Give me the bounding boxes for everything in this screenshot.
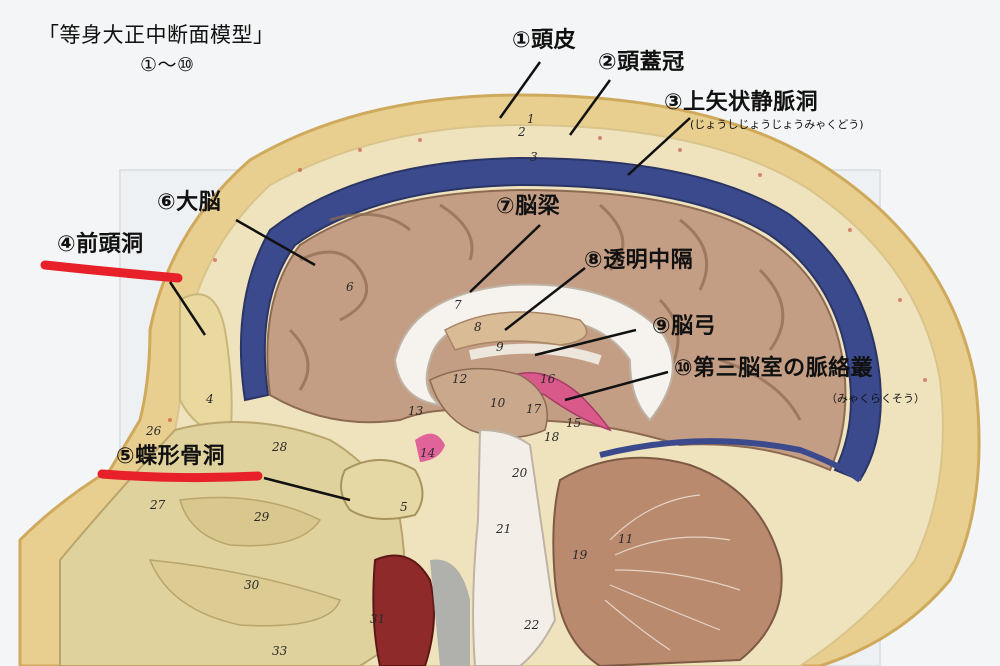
- neck-vessel: [430, 559, 470, 666]
- frontal-sinus-highlight: [40, 260, 183, 283]
- label-cerebrum: ⑥大脳: [157, 190, 222, 215]
- label-sss: ③上矢状静脈洞: [664, 90, 819, 115]
- model-number: 5: [400, 500, 408, 514]
- model-number: 20: [512, 466, 528, 480]
- label-sphenoid-sinus: ⑤蝶形骨洞: [116, 444, 226, 469]
- model-number: 14: [420, 446, 436, 460]
- sphenoid-sinus: [340, 459, 424, 520]
- model-number: 28: [272, 440, 288, 454]
- sphenoid-sinus-highlight: [97, 469, 263, 483]
- model-number: 13: [408, 404, 424, 418]
- model-title: 「等身大正中断面模型」: [38, 23, 275, 47]
- label-septum: ⑧透明中隔: [584, 248, 694, 273]
- model-number: 11: [618, 532, 634, 546]
- model-number: 26: [146, 424, 162, 438]
- model-number: 18: [544, 430, 560, 444]
- model-number: 17: [526, 402, 542, 416]
- label-sss-reading: (じょうしじょうじょうみゃくどう): [690, 118, 864, 131]
- model-number: 10: [490, 396, 506, 410]
- model-number: 6: [346, 280, 354, 294]
- label-choroid-reading: （みゃくらくそう）: [826, 392, 925, 405]
- tentorium: [599, 438, 862, 483]
- label-range: ①〜⑩: [140, 54, 195, 76]
- corpus-callosum: [393, 283, 674, 422]
- brainstem: [472, 428, 557, 666]
- model-number: 8: [474, 320, 482, 334]
- pharynx-tissue: [372, 554, 435, 666]
- model-number: 1: [527, 112, 535, 126]
- model-number: 9: [496, 340, 504, 354]
- model-number: 15: [566, 416, 582, 430]
- optic-area: [415, 433, 445, 462]
- model-number: 4: [206, 392, 214, 406]
- label-choroid: ⑩第三脳室の脈絡叢: [674, 356, 874, 381]
- thalamus: [429, 367, 548, 439]
- gyri: [288, 203, 802, 421]
- arbor-vitae: [604, 494, 741, 651]
- palate: [148, 559, 341, 627]
- model-number: 3: [530, 150, 538, 164]
- nasal-concha: [179, 496, 322, 547]
- model-number: 29: [254, 510, 270, 524]
- model-number: 21: [496, 522, 512, 536]
- model-number: 22: [524, 618, 540, 632]
- model-number: 33: [272, 644, 288, 658]
- model-number: 7: [454, 298, 462, 312]
- label-scalp: ①頭皮: [512, 28, 577, 53]
- fornix: [468, 343, 602, 365]
- model-number: 27: [150, 498, 166, 512]
- model-number: 16: [540, 372, 556, 386]
- leader-lines: [168, 61, 691, 502]
- model-number: 2: [518, 125, 526, 139]
- label-corpus-callosum: ⑦脳梁: [496, 194, 561, 219]
- cerebellum: [552, 456, 783, 666]
- model-number: 19: [572, 548, 588, 562]
- model-number: 31: [370, 612, 386, 626]
- septum-pellucidum: [444, 311, 588, 351]
- frontal-sinus: [179, 293, 233, 442]
- model-number: 30: [244, 578, 260, 592]
- label-fornix: ⑨脳弓: [652, 314, 717, 339]
- model-number: 12: [452, 372, 468, 386]
- label-frontal-sinus: ④前頭洞: [57, 232, 144, 257]
- label-skull: ②頭蓋冠: [598, 50, 685, 75]
